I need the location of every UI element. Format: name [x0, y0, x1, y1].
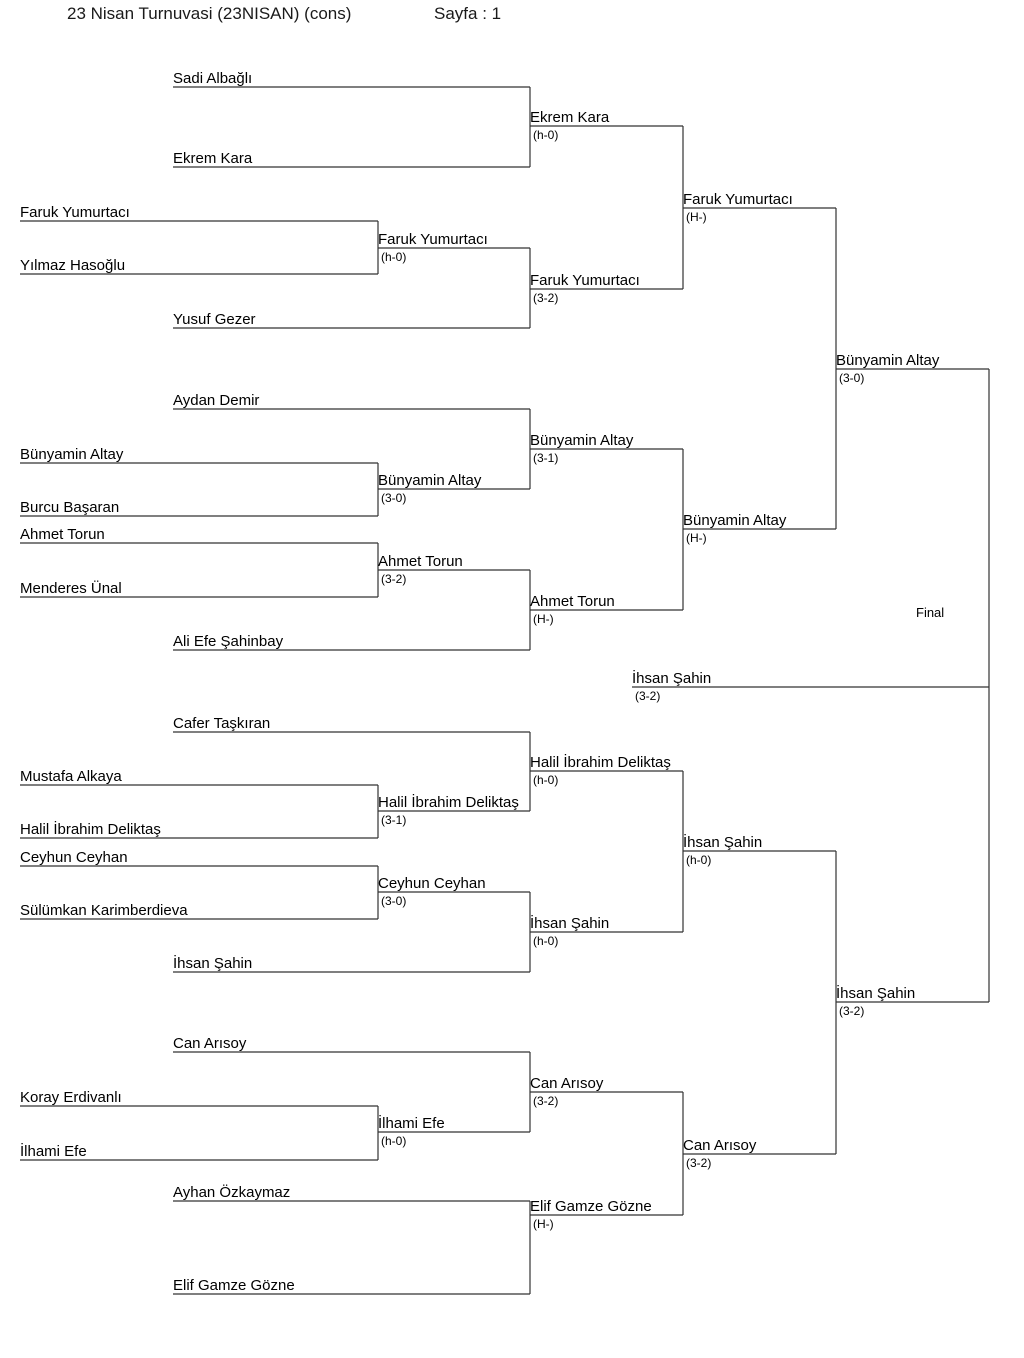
player-name: İhsan Şahin — [836, 984, 915, 1002]
player-name: İhsan Şahin — [632, 669, 711, 687]
match-score: (H-) — [533, 1217, 554, 1231]
player-name: Sadi Albağlı — [173, 70, 252, 87]
player-name: Halil İbrahim Deliktaş — [20, 820, 161, 838]
player-name: Faruk Yumurtacı — [378, 231, 488, 248]
match-score: (3-2) — [635, 689, 660, 703]
player-name: Can Arısoy — [173, 1035, 247, 1052]
match-score: (H-) — [686, 210, 707, 224]
player-name: Halil İbrahim Deliktaş — [378, 793, 519, 811]
page-number: Sayfa : 1 — [434, 4, 502, 23]
match-score: (3-1) — [533, 451, 558, 465]
player-name: Yusuf Gezer — [173, 311, 256, 328]
final-label: Final — [916, 605, 944, 620]
player-name: Bünyamin Altay — [836, 352, 940, 369]
match-score: (h-0) — [533, 773, 558, 787]
player-name: İlhami Efe — [378, 1114, 445, 1132]
player-name: Bünyamin Altay — [530, 432, 634, 449]
match-score: (3-1) — [381, 813, 406, 827]
player-name: Menderes Ünal — [20, 579, 122, 597]
player-name: Elif Gamze Gözne — [173, 1277, 295, 1294]
player-name: Can Arısoy — [683, 1137, 757, 1154]
player-name: Bünyamin Altay — [378, 472, 482, 489]
player-name: Aydan Demir — [173, 392, 259, 409]
player-name: Faruk Yumurtacı — [683, 191, 793, 208]
player-name: Ahmet Torun — [530, 593, 615, 610]
player-name: Burcu Başaran — [20, 499, 119, 516]
match-score: (h-0) — [533, 128, 558, 142]
player-name: Ayhan Özkaymaz — [173, 1183, 290, 1201]
match-score: (h-0) — [381, 250, 406, 264]
match-score: (3-2) — [839, 1004, 864, 1018]
player-name: Ali Efe Şahinbay — [173, 633, 284, 650]
player-name: Elif Gamze Gözne — [530, 1198, 652, 1215]
player-name: Mustafa Alkaya — [20, 768, 122, 785]
player-name: Ceyhun Ceyhan — [378, 875, 486, 892]
player-name: Halil İbrahim Deliktaş — [530, 753, 671, 771]
player-name: İhsan Şahin — [173, 954, 252, 972]
player-name: İhsan Şahin — [683, 833, 762, 851]
player-name: İlhami Efe — [20, 1142, 87, 1160]
match-score: (3-2) — [381, 572, 406, 586]
match-score: (H-) — [533, 612, 554, 626]
player-name: Cafer Taşkıran — [173, 715, 270, 732]
match-score: (h-0) — [533, 934, 558, 948]
match-score: (3-2) — [533, 291, 558, 305]
player-name: Bünyamin Altay — [683, 512, 787, 529]
player-name: Koray Erdivanlı — [20, 1089, 122, 1106]
player-name: Ekrem Kara — [173, 150, 253, 167]
match-score: (3-2) — [686, 1156, 711, 1170]
match-score: (h-0) — [686, 853, 711, 867]
player-name: Ahmet Torun — [378, 553, 463, 570]
player-name: Faruk Yumurtacı — [530, 272, 640, 289]
player-name: Ekrem Kara — [530, 109, 610, 126]
player-name: Yılmaz Hasoğlu — [20, 257, 125, 274]
match-score: (3-2) — [533, 1094, 558, 1108]
match-score: (3-0) — [839, 371, 864, 385]
page-title: 23 Nisan Turnuvasi (23NISAN) (cons) — [67, 4, 352, 23]
match-score: (h-0) — [381, 1134, 406, 1148]
match-score: (H-) — [686, 531, 707, 545]
player-name: Faruk Yumurtacı — [20, 204, 130, 221]
player-name: Bünyamin Altay — [20, 446, 124, 463]
bracket-lines — [20, 86, 990, 1295]
player-name: Can Arısoy — [530, 1075, 604, 1092]
match-score: (3-0) — [381, 894, 406, 908]
player-name: Sülümkan Karimberdieva — [20, 902, 188, 919]
player-name: İhsan Şahin — [530, 914, 609, 932]
match-score: (3-0) — [381, 491, 406, 505]
player-name: Ceyhun Ceyhan — [20, 849, 128, 866]
player-name: Ahmet Torun — [20, 526, 105, 543]
